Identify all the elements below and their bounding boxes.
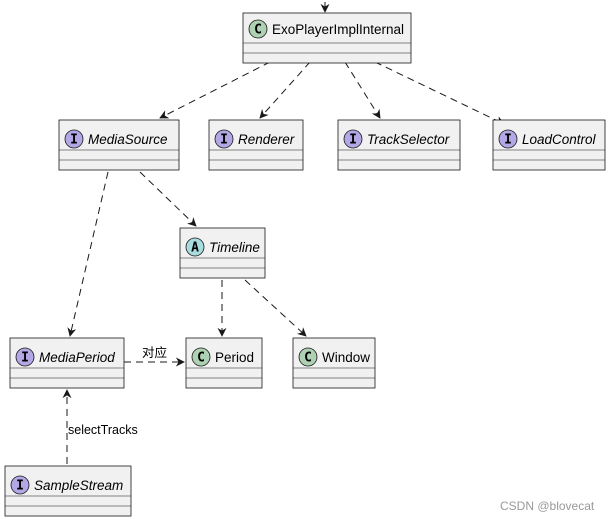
interface-badge-icon [498,129,518,149]
edge-label-selecttracks: selectTracks [68,423,138,437]
badge-letter: I [70,133,78,148]
class-badge-icon [248,19,268,39]
edges [62,61,505,464]
node-name: LoadControl [522,132,597,147]
node-name: Window [322,350,370,365]
node-name: TrackSelector [367,132,450,147]
class-badge-icon [298,347,318,367]
node-mediasource[interactable]: I MediaSource [58,119,180,171]
edge-label-correspond: 对应 [142,345,167,360]
badge-letter: I [21,351,29,366]
edge-exo-loadcontrol [374,61,505,125]
abstract-badge-icon [185,237,205,257]
edge-timeline-window [244,279,307,337]
node-name: ExoPlayerImplInternal [272,22,404,37]
node-trackselector[interactable]: I TrackSelector [337,119,461,171]
badge-letter: C [304,351,312,366]
badge-letter: I [504,133,512,148]
class-badge-icon [191,347,211,367]
edge-exo-trackselector [344,61,381,119]
node-name: MediaPeriod [39,350,115,365]
node-name: MediaSource [88,132,168,147]
badge-letter: I [220,133,228,148]
interface-badge-icon [343,129,363,149]
badge-letter: I [16,479,24,494]
badge-letter: C [197,351,205,366]
interface-badge-icon [15,347,35,367]
badge-letter: I [349,133,357,148]
node-timeline[interactable]: A Timeline [179,227,266,279]
node-mediaperiod[interactable]: I MediaPeriod [9,337,125,389]
interface-badge-icon [64,129,84,149]
node-name: SampleStream [34,478,123,493]
node-samplestream[interactable]: I SampleStream [4,465,132,517]
edge-exo-mediasource [159,61,271,119]
node-window[interactable]: C Window [292,337,376,389]
edge-exo-renderer [259,61,311,119]
node-exoplayerimplinternal[interactable]: C ExoPlayerImplInternal [242,12,412,64]
interface-badge-icon [214,129,234,149]
edge-mediasource-mediaperiod [67,171,109,337]
edge-mediasource-timeline [139,171,197,227]
node-name: Period [215,350,254,365]
node-name: Timeline [209,240,260,255]
interface-badge-icon [10,475,30,495]
node-renderer[interactable]: I Renderer [208,119,304,171]
watermark: CSDN @blovecat [500,499,595,513]
node-name: Renderer [238,132,295,147]
node-loadcontrol[interactable]: I LoadControl [492,119,606,171]
node-period[interactable]: C Period [185,337,263,389]
badge-letter: C [254,23,262,38]
badge-letter: A [191,241,199,256]
